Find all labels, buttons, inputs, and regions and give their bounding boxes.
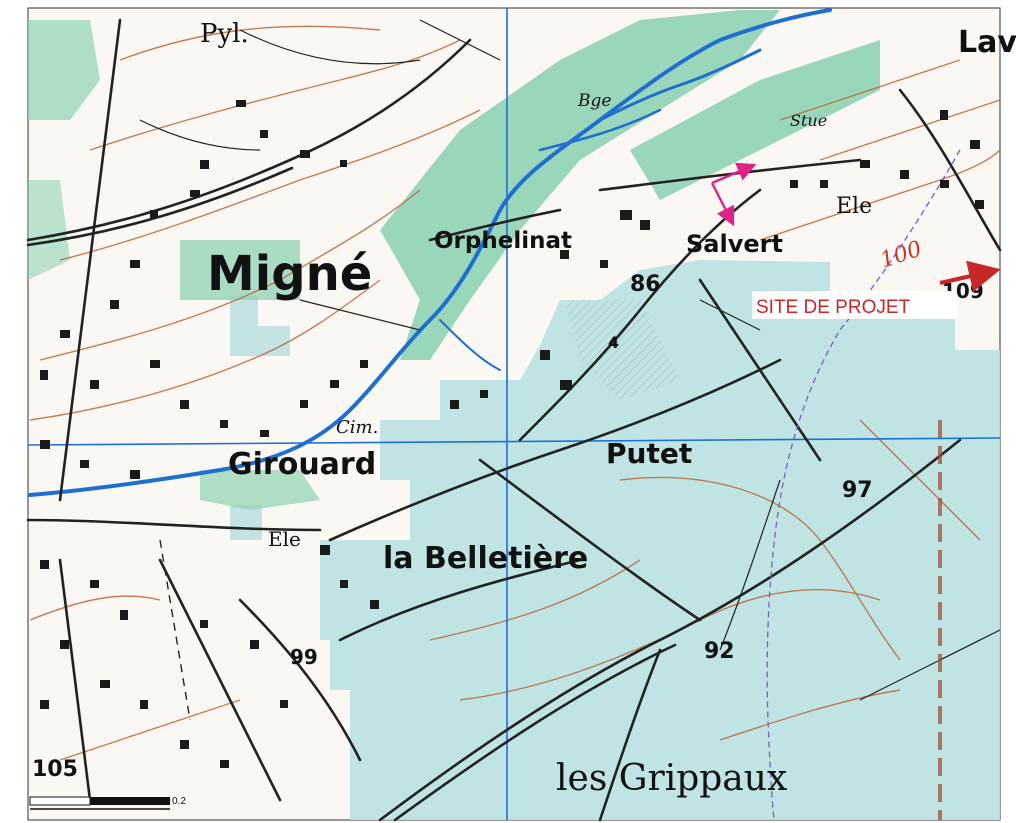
tracks bbox=[139, 19, 1001, 701]
scale-label: 0.2 bbox=[172, 796, 186, 807]
woodland-valley bbox=[380, 10, 780, 360]
height-92: 92 bbox=[704, 639, 735, 664]
roads bbox=[26, 18, 1002, 822]
label-cim: Cim. bbox=[336, 417, 378, 438]
label-salvert: Salvert bbox=[686, 230, 783, 258]
height-99: 99 bbox=[290, 645, 318, 669]
site-label-bg bbox=[752, 291, 957, 319]
dashed-boundary bbox=[159, 149, 961, 821]
grid-lines bbox=[27, 8, 1001, 820]
label-grippaux: les Grippaux bbox=[556, 758, 787, 799]
label-stue: Stue bbox=[790, 111, 827, 130]
woodland-nw bbox=[28, 20, 100, 120]
site-label: SITE DE PROJET bbox=[756, 297, 911, 318]
river bbox=[28, 8, 832, 497]
buildings bbox=[40, 100, 984, 768]
woodland-sw bbox=[28, 180, 70, 280]
hatched-area bbox=[565, 300, 680, 400]
label-belletiere: la Belletière bbox=[383, 541, 588, 576]
label-lav: Lav bbox=[958, 25, 1016, 60]
label-migne: Migné bbox=[207, 246, 372, 302]
height-86: 86 bbox=[630, 272, 661, 297]
height-4: 4 bbox=[608, 333, 619, 352]
project-zone-west bbox=[230, 296, 290, 356]
label-bge: Bge bbox=[577, 91, 611, 111]
project-zone bbox=[320, 260, 1000, 820]
label-ele-salvert: Ele bbox=[836, 194, 872, 219]
site-arrow bbox=[939, 260, 1001, 292]
scale-bar bbox=[29, 796, 170, 810]
height-105: 105 bbox=[32, 757, 78, 782]
pink-arrows bbox=[710, 162, 757, 227]
label-girouard: Girouard bbox=[228, 447, 376, 482]
label-orphelinat: Orphelinat bbox=[434, 228, 572, 254]
woodland-north bbox=[630, 40, 880, 200]
project-zone-small bbox=[230, 505, 262, 540]
height-97: 97 bbox=[842, 478, 873, 503]
label-ele-belletiere: Ele bbox=[268, 527, 301, 551]
label-pyl: Pyl. bbox=[200, 19, 249, 49]
label-putet: Putet bbox=[606, 437, 692, 470]
woodland-girouard bbox=[200, 470, 320, 510]
